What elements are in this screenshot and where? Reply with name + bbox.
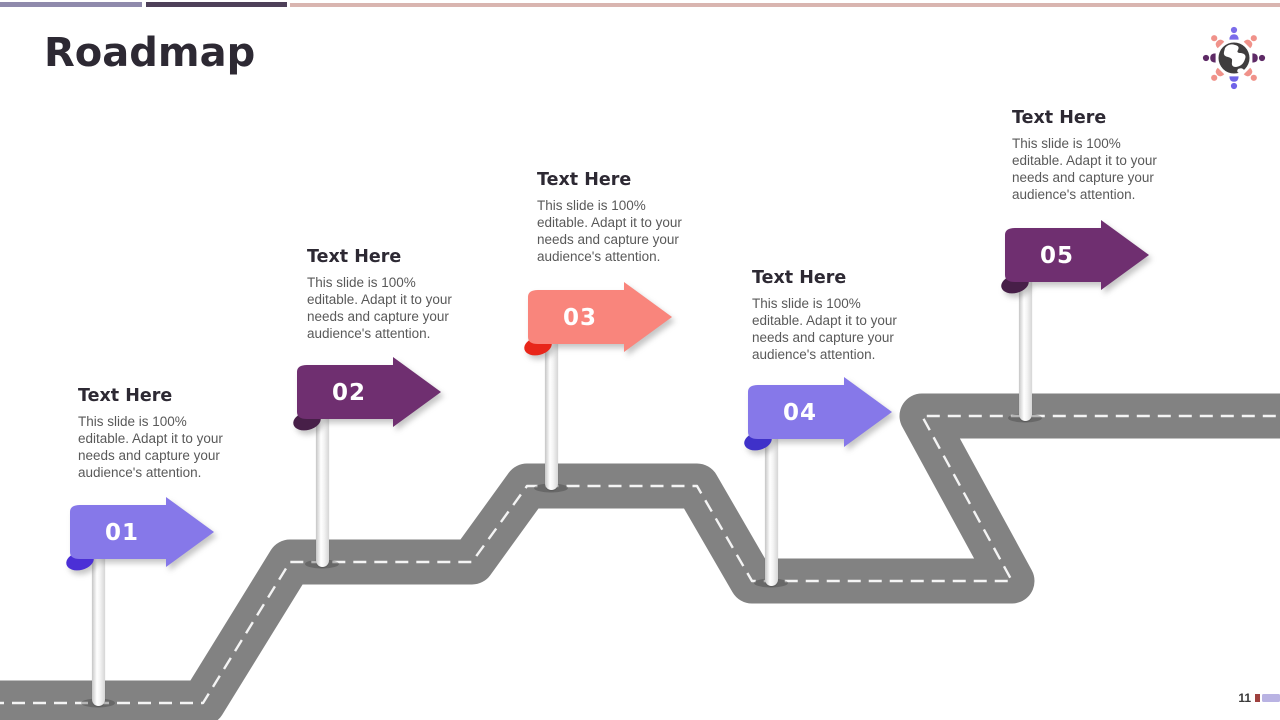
milestone-4-pole xyxy=(765,428,778,586)
footer-accent-lavender xyxy=(1262,694,1280,702)
logo-person-bottom xyxy=(1229,76,1239,90)
milestone-number: 02 xyxy=(332,380,366,406)
milestone-heading: Text Here xyxy=(78,386,173,406)
milestone-body: This slide is 100% editable. Adapt it to… xyxy=(78,414,223,480)
top-accent-bars xyxy=(0,2,1280,7)
road-center-dashes xyxy=(0,414,1280,705)
milestone-1-text-block[interactable]: Text Here This slide is 100% editable. A… xyxy=(78,386,246,481)
milestone-number: 03 xyxy=(563,305,597,331)
footer: 11 xyxy=(1238,689,1280,707)
milestone-3-pole xyxy=(545,333,558,490)
milestone-body: This slide is 100% editable. Adapt it to… xyxy=(307,275,452,341)
logo-person-top xyxy=(1229,26,1239,40)
milestone-body: This slide is 100% editable. Adapt it to… xyxy=(1012,136,1157,202)
globe-people-logo xyxy=(1202,26,1266,90)
logo-person-top-right xyxy=(1243,35,1257,49)
accent-bar-2 xyxy=(146,2,287,7)
arrow-banner xyxy=(748,377,892,447)
milestone-1-sign[interactable]: 01 xyxy=(64,491,234,583)
milestone-3-text-block[interactable]: Text Here This slide is 100% editable. A… xyxy=(537,170,705,265)
page-number: 11 xyxy=(1238,691,1251,705)
globe-continents xyxy=(1223,44,1246,67)
footer-accent-bars xyxy=(1255,694,1280,702)
milestone-number: 05 xyxy=(1040,243,1074,269)
arrow-banner xyxy=(297,357,441,427)
logo-person-top-left xyxy=(1211,35,1225,49)
milestone-2-sign[interactable]: 02 xyxy=(291,351,461,443)
milestone-body: This slide is 100% editable. Adapt it to… xyxy=(537,198,682,264)
milestone-5-sign[interactable]: 05 xyxy=(999,214,1169,306)
milestone-2-text-block[interactable]: Text Here This slide is 100% editable. A… xyxy=(307,247,475,342)
accent-bar-1 xyxy=(0,2,142,7)
logo-person-right xyxy=(1252,53,1266,63)
milestone-5-text-block[interactable]: Text Here This slide is 100% editable. A… xyxy=(1012,108,1180,203)
accent-bar-3 xyxy=(290,3,1280,7)
milestone-number: 01 xyxy=(105,520,139,546)
logo-person-bottom-left xyxy=(1211,67,1225,81)
arrow-banner xyxy=(1005,220,1149,290)
milestone-heading: Text Here xyxy=(307,247,402,267)
logo-person-left xyxy=(1202,53,1216,63)
milestone-heading: Text Here xyxy=(1012,108,1107,128)
page-title[interactable]: Roadmap xyxy=(44,30,256,76)
milestone-4-text-block[interactable]: Text Here This slide is 100% editable. A… xyxy=(752,268,920,363)
milestone-3-sign[interactable]: 03 xyxy=(522,276,692,368)
arrow-banner xyxy=(70,497,214,567)
arrow-banner xyxy=(528,282,672,352)
milestone-4-sign[interactable]: 04 xyxy=(742,371,912,463)
milestone-1-pole xyxy=(92,548,105,706)
milestone-heading: Text Here xyxy=(537,170,632,190)
milestone-5-pole xyxy=(1019,271,1032,421)
logo-person-bottom-right xyxy=(1243,67,1257,81)
milestone-number: 04 xyxy=(783,400,817,426)
milestone-heading: Text Here xyxy=(752,268,847,288)
milestone-body: This slide is 100% editable. Adapt it to… xyxy=(752,296,897,362)
globe-continent-small xyxy=(1237,68,1244,74)
milestone-2-pole xyxy=(316,408,329,567)
footer-accent-red xyxy=(1255,694,1260,702)
